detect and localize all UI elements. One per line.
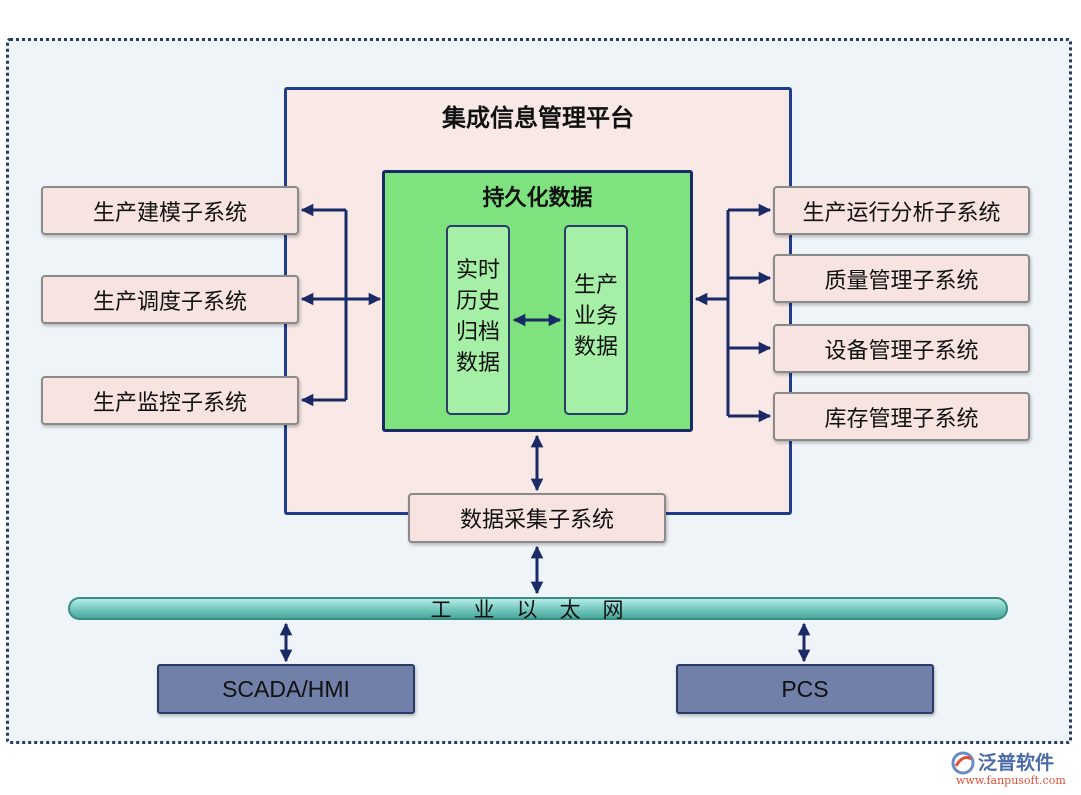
persistent-data-title: 持久化数据 [482,186,593,211]
history-data-label: 实时 历史 归档 数据 [455,258,500,376]
brand-name: 泛普软件 [978,752,1055,774]
left-system-scheduling: 生产调度子系统 [41,275,299,324]
device-scada-hmi: SCADA/HMI [157,664,415,714]
right-system-quality: 质量管理子系统 [773,254,1030,303]
right-system-analysis: 生产运行分析子系统 [773,186,1030,235]
persistent-data-box [382,170,693,432]
right-system-equipment: 设备管理子系统 [773,324,1030,373]
history-data-box [446,225,510,415]
right-system-inventory: 库存管理子系统 [773,392,1030,441]
brand-logo-icon [951,751,975,775]
brand-url: www.fanpusoft.com [956,774,1066,787]
business-data-box [564,225,628,415]
business-data-label: 生产 业务 数据 [573,273,618,360]
platform-title: 集成信息管理平台 [442,104,634,132]
industrial-ethernet-bus [68,597,1008,620]
industrial-ethernet-label: 工业以太网 [430,598,646,622]
brand-watermark: 泛普软件 www.fanpusoft.com [950,748,1075,790]
device-pcs: PCS [676,664,934,714]
data-acquisition-system: 数据采集子系统 [408,493,666,543]
left-system-monitoring: 生产监控子系统 [41,376,299,425]
left-system-modeling: 生产建模子系统 [41,186,299,235]
